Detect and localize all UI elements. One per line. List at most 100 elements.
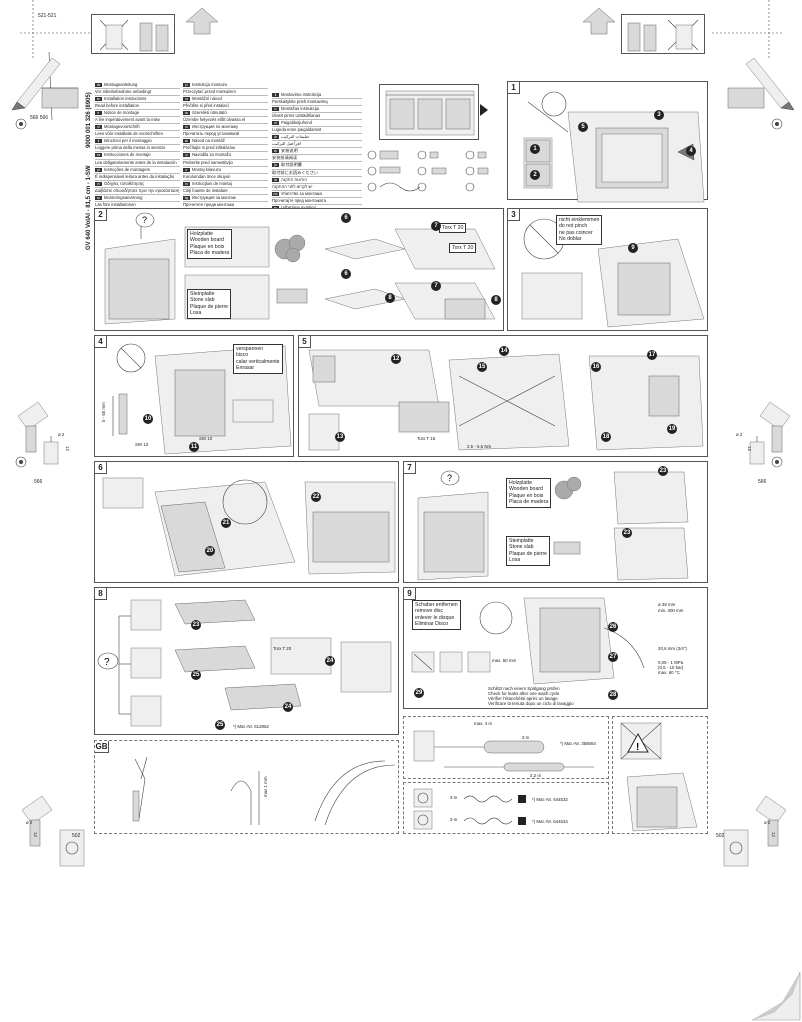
language-text: Lugeda enne paigaldamist bbox=[272, 127, 322, 133]
language-flag-icon: ja bbox=[272, 163, 279, 168]
language-text: Návod na montáž bbox=[192, 138, 225, 144]
language-row: Прочитать перед установкой bbox=[183, 131, 268, 139]
step-5: 5 bbox=[578, 122, 588, 132]
pencil-mark-top-left bbox=[11, 57, 79, 111]
language-text: Läs före installationen bbox=[95, 201, 136, 207]
ruler-label: max 1 mm bbox=[263, 776, 268, 798]
language-text: Szerelési útmutató bbox=[192, 110, 227, 116]
water-t2: min. 300 mm bbox=[658, 608, 684, 613]
language-text: יש לקרוא לפני ההתקנה bbox=[272, 183, 313, 189]
step-7: 7 bbox=[431, 221, 441, 231]
language-text: Üzembe helyezés előtt olvassa el bbox=[183, 117, 246, 123]
language-row: Przeczytać przed montażem bbox=[183, 89, 268, 97]
panel-number: 5 bbox=[299, 336, 311, 348]
language-text: Lea obligatoriamente antes de la instala… bbox=[95, 159, 177, 165]
svg-text:!: ! bbox=[636, 742, 639, 753]
step-21: 21 bbox=[221, 518, 231, 528]
language-row: Preberite pred namestitvijo bbox=[183, 160, 268, 167]
diam-bl: ø 2 bbox=[26, 820, 33, 825]
language-text: Monteringsanvisning bbox=[104, 194, 143, 200]
part-number: 9000 001 326 (8905) bbox=[86, 92, 92, 148]
language-flag-icon: ro bbox=[183, 181, 190, 186]
language-row: Lees vóór installatie de voorschriften bbox=[95, 131, 180, 139]
notice-line-1: Schlitzt nach einem Spülgang prüfen bbox=[488, 686, 560, 691]
language-text: Montageanleitung bbox=[104, 82, 138, 87]
dim-top-left: 521-521 bbox=[38, 13, 57, 19]
language-flag-icon: lt bbox=[272, 93, 279, 98]
language-row: Lea obligatoriamente antes de la instala… bbox=[95, 160, 180, 167]
step-12: 12 bbox=[391, 354, 401, 364]
language-flag-icon: es bbox=[95, 153, 102, 158]
language-text: 安装前请阅读 bbox=[272, 155, 298, 161]
pencil-mark-top-right bbox=[727, 57, 795, 111]
svg-text:?: ? bbox=[142, 215, 147, 225]
crosshair-right bbox=[771, 118, 783, 130]
language-row: Izlasīt pirms uzstādīšanas bbox=[272, 113, 362, 121]
language-text: Инструкция по монтажу bbox=[192, 124, 239, 130]
torque-label: 2,5 - 6,5 Nm bbox=[467, 444, 492, 449]
language-row: Lugeda enne paigaldamist bbox=[272, 127, 362, 135]
step-13: 13 bbox=[335, 432, 345, 442]
language-row: Citiţi înainte de instalare bbox=[183, 188, 268, 195]
depth-bl: 12 bbox=[33, 832, 38, 837]
drill-icon bbox=[21, 795, 85, 867]
language-flag-icon: lv bbox=[272, 107, 279, 112]
language-text: Montagevoorschrift bbox=[104, 124, 140, 130]
step-6: 6 bbox=[341, 213, 351, 223]
arrow-right-icon bbox=[480, 104, 488, 116]
language-text: Notice de montage bbox=[104, 110, 140, 116]
language-text: Οδηγίες τοποθέτησης bbox=[104, 180, 145, 186]
crosshair-left bbox=[15, 456, 27, 468]
language-flag-icon: it bbox=[95, 139, 102, 144]
mat-no-c: *) Mat.-Nr. 644532 bbox=[532, 797, 568, 802]
language-text: Montážní návod bbox=[192, 96, 222, 102]
language-flag-icon: et bbox=[272, 121, 279, 126]
language-flag-icon: zh bbox=[272, 149, 279, 154]
step-25: 25 bbox=[191, 670, 201, 680]
panel-number: 6 bbox=[95, 462, 107, 474]
notice-line-4: Verificare la tenuta dopo un ciclo di la… bbox=[488, 701, 574, 706]
cut-template-left bbox=[91, 14, 175, 54]
dim-side-left: 566 bbox=[34, 479, 43, 485]
language-text: Read before installation bbox=[95, 103, 139, 109]
diam-right: ø 2 bbox=[736, 432, 743, 437]
elec-3m-b: 3 m bbox=[450, 817, 458, 822]
water-t3: 20,6 mm (3/4") bbox=[658, 646, 687, 651]
step-2: 2 bbox=[530, 170, 540, 180]
crosshair-right bbox=[771, 456, 783, 468]
mat-no-d: *) Mat.-Nr. 644534 bbox=[532, 819, 568, 824]
water-t5: (0,5 - 10 bar) bbox=[658, 665, 684, 670]
mat-no-b: *) Mat.-Nr. 358564 bbox=[560, 741, 596, 746]
warning-triangle-icon: ! bbox=[627, 732, 649, 753]
panel-number: 4 bbox=[95, 336, 107, 348]
dim-range: 0 - 60 mm bbox=[101, 402, 106, 422]
language-text: Installation instructions bbox=[104, 96, 147, 102]
depth-left: 12 bbox=[65, 446, 70, 451]
step-24: 24 bbox=[325, 656, 335, 666]
language-text: Прочетете преди монтажа bbox=[183, 201, 235, 207]
language-text: Instrucciones de montaje bbox=[104, 152, 151, 158]
hose-2m: 2,2 m bbox=[530, 773, 541, 778]
language-text: Montaj kılavuzu bbox=[192, 166, 222, 172]
torx-t20-label: Torx T 20 bbox=[273, 646, 292, 651]
language-flag-icon: sv bbox=[95, 195, 102, 200]
language-row: Kurulumdan önce okuyun bbox=[183, 174, 268, 181]
language-row: Vor Inbetriebnahme unbedingt bbox=[95, 89, 180, 97]
step-16: 16 bbox=[591, 362, 601, 372]
hose-3m: 3 m bbox=[522, 735, 530, 740]
language-flag-icon: el bbox=[95, 181, 102, 186]
step-10: 10 bbox=[143, 414, 153, 424]
language-text: Přečtěte si před instalací bbox=[183, 103, 229, 109]
panel-number: 7 bbox=[404, 462, 416, 474]
